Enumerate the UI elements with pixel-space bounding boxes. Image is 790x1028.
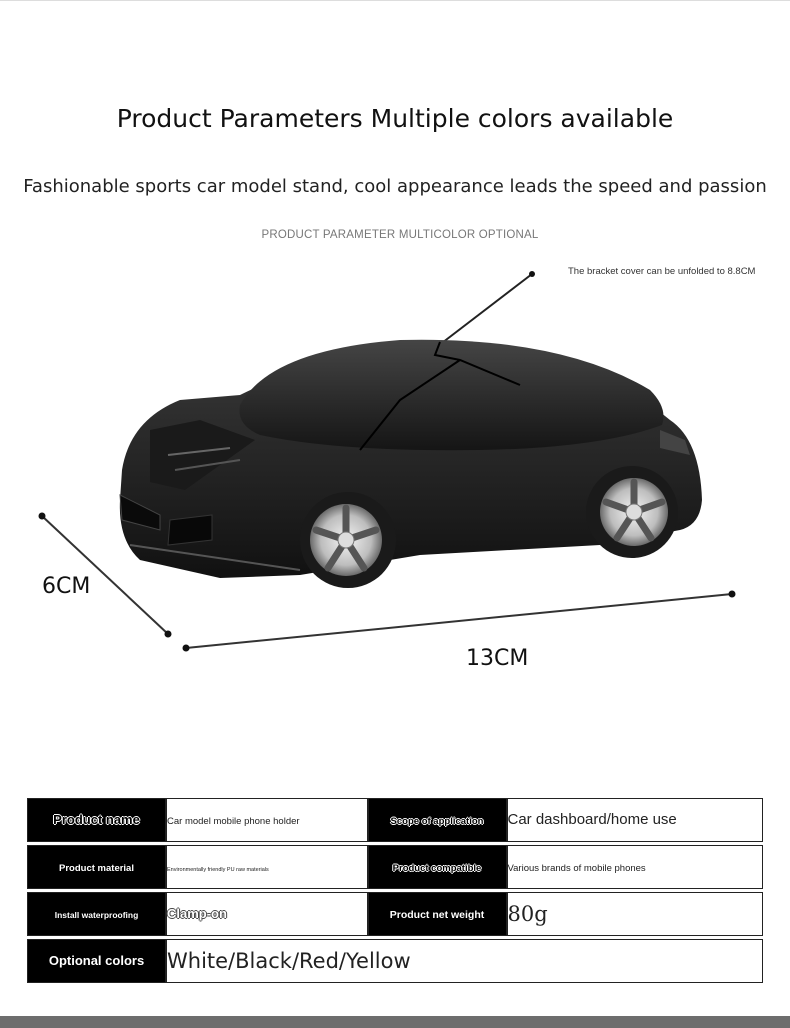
install-label: Install waterproofing xyxy=(54,910,139,920)
product-name-value: Car model mobile phone holder xyxy=(167,816,300,827)
weight-value: 80g xyxy=(507,902,548,926)
height-label: 6CM xyxy=(42,574,91,599)
param-label-cell: Install waterproofing xyxy=(27,892,166,936)
car-holder-illustration xyxy=(38,271,736,652)
param-value-cell: Environmentally friendly PU raw material… xyxy=(166,845,368,889)
install-value: Clamp-on xyxy=(167,906,227,921)
page-subtitle: Fashionable sports car model stand, cool… xyxy=(23,176,767,197)
param-value-cell: Car dashboard/home use xyxy=(506,798,763,842)
compatible-value: Various brands of mobile phones xyxy=(507,863,646,874)
weight-label: Product net weight xyxy=(389,909,485,921)
param-label-cell: Scope of application xyxy=(367,798,507,842)
product-name-label: Product name xyxy=(53,812,140,827)
length-label: 13CM xyxy=(466,646,529,671)
param-value-cell: Car model mobile phone holder xyxy=(166,798,368,842)
param-value-cell: White/Black/Red/Yellow xyxy=(166,939,763,983)
param-label-cell: Optional colors xyxy=(27,939,166,983)
table-row: Install waterproofing Clamp-on Product n… xyxy=(27,892,763,936)
param-label-cell: Product compatible xyxy=(367,845,507,889)
scope-value: Car dashboard/home use xyxy=(507,811,677,828)
height-dimension-line xyxy=(38,512,172,638)
table-row: Product material Environmentally friendl… xyxy=(27,845,763,889)
car-body xyxy=(119,339,703,578)
param-value-cell: Clamp-on xyxy=(166,892,368,936)
param-value-cell: Various brands of mobile phones xyxy=(506,845,763,889)
note-pointer xyxy=(437,271,535,347)
top-divider xyxy=(0,0,790,1)
param-label-cell: Product material xyxy=(27,845,166,889)
material-label: Product material xyxy=(59,863,134,874)
parameters-table: Product name Car model mobile phone hold… xyxy=(27,795,763,986)
compatible-label: Product compatible xyxy=(392,863,482,874)
page-title: Product Parameters Multiple colors avail… xyxy=(116,104,674,133)
tagline: PRODUCT PARAMETER MULTICOLOR OPTIONAL xyxy=(261,229,539,241)
param-label-cell: Product net weight xyxy=(367,892,507,936)
param-label-cell: Product name xyxy=(27,798,166,842)
param-value-cell: 80g xyxy=(506,892,763,936)
scope-label: Scope of application xyxy=(390,816,484,827)
colors-value: White/Black/Red/Yellow xyxy=(167,949,411,973)
length-dimension-line xyxy=(182,590,736,652)
material-value: Environmentally friendly PU raw material… xyxy=(167,867,269,873)
rear-wheel xyxy=(586,466,678,558)
table-row: Product name Car model mobile phone hold… xyxy=(27,798,763,842)
front-wheel xyxy=(300,492,396,588)
table-row: Optional colors White/Black/Red/Yellow xyxy=(27,939,763,983)
colors-label: Optional colors xyxy=(48,953,145,968)
bracket-note: The bracket cover can be unfolded to 8.8… xyxy=(568,266,756,277)
footer-bar xyxy=(0,1016,790,1028)
